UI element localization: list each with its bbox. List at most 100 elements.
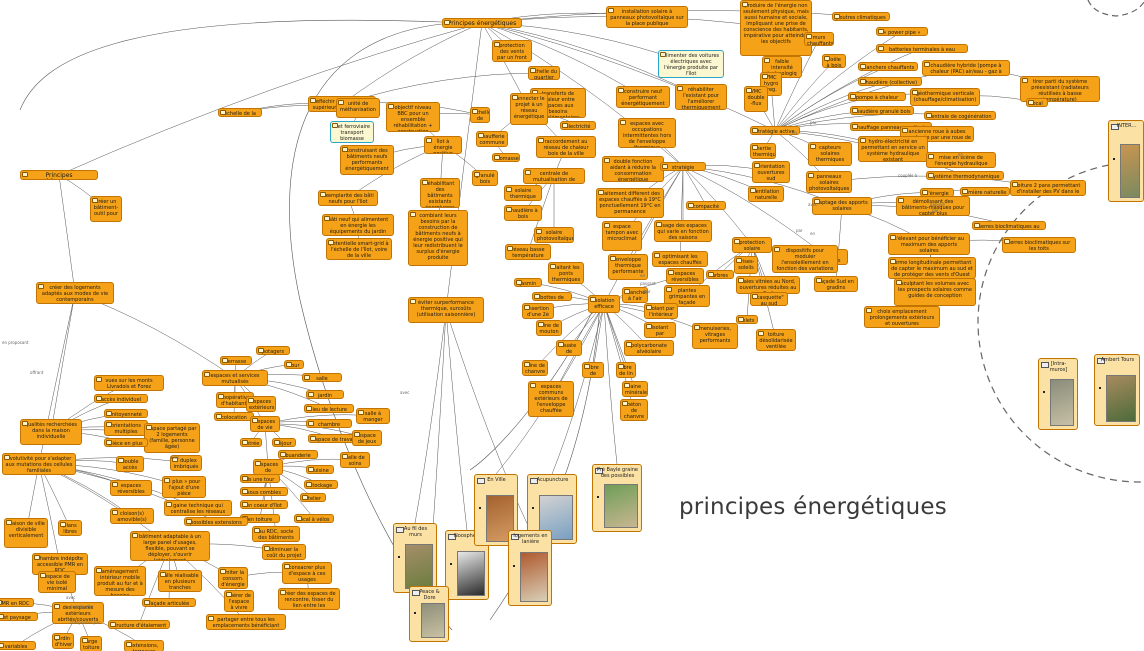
concept-node-captage[interactable]: captage des apports solaires xyxy=(812,197,872,215)
concept-node-vmcdf[interactable]: VMC double -flux xyxy=(744,86,768,112)
concept-node-isolpar[interactable]: isolant par l'intérieur xyxy=(644,303,678,319)
concept-node-isolext[interactable]: isolant par l'extérieur xyxy=(644,322,676,338)
concept-node-traitdiff[interactable]: traitement différent des espaces chauffé… xyxy=(596,188,664,218)
concept-node-possibext[interactable]: possibles extensions xyxy=(184,517,248,526)
concept-node-unite[interactable]: unité de méthanisation xyxy=(336,98,380,118)
concept-node-coloc[interactable]: colocation xyxy=(214,412,254,421)
concept-node-protsol[interactable]: protection solaire xyxy=(732,237,772,253)
concept-node-evolut[interactable]: évolutivité pour s'adapter aux mutations… xyxy=(2,453,76,475)
concept-node-eviter[interactable]: éviter surperformance thermique, surcoût… xyxy=(408,297,484,323)
concept-node-consacrer[interactable]: consacrer plus d'espace à ces usages xyxy=(282,562,332,584)
concept-node-fibrelin[interactable]: fibre de lin xyxy=(616,362,636,378)
concept-node-compacite[interactable]: compacité xyxy=(686,201,726,210)
project-card-intramuros[interactable]: [Intra-muros] xyxy=(1038,358,1078,430)
concept-node-extensions[interactable]: extensions, terrasses xyxy=(124,640,164,651)
concept-node-piece[interactable]: pièce en plus xyxy=(104,438,148,447)
concept-node-batadapt[interactable]: bâtiment adaptable à un large panel d'us… xyxy=(130,531,210,561)
concept-node-qualites[interactable]: qualités recherchées dans la maison indi… xyxy=(20,419,82,445)
concept-node-volets[interactable]: volets xyxy=(736,315,758,324)
concept-node-optimis[interactable]: optimisant les espaces chauffés xyxy=(652,251,708,267)
concept-node-maison[interactable]: maison de ville divisible verticalement xyxy=(4,518,48,548)
concept-node-elec[interactable]: électricité xyxy=(560,121,596,130)
concept-node-alim[interactable]: alimenter des voitures électriques avec … xyxy=(658,50,724,78)
concept-node-ilotpos[interactable]: îlot à énergie positive xyxy=(424,136,462,154)
concept-node-soustoit[interactable]: ds une tour xyxy=(240,474,280,483)
concept-node-forme[interactable]: forme longitudinale permettant de capter… xyxy=(888,257,976,279)
concept-node-laine[interactable]: laine de mouton xyxy=(536,320,562,336)
project-card-ambert[interactable]: Ambert Tours xyxy=(1094,354,1140,426)
concept-node-raccord[interactable]: raccordement au réseau de chaleur bois d… xyxy=(536,136,596,158)
concept-node-brises[interactable]: brises-soleils xyxy=(734,256,758,274)
concept-node-chaudbois[interactable]: chaudière à bois xyxy=(504,205,542,221)
concept-node-echelle[interactable]: échelle de la ville xyxy=(218,108,262,117)
concept-node-usage[interactable]: usage des espaces qui varie en fonction … xyxy=(654,220,712,242)
concept-node-diminuer[interactable]: diminuer la coût du projet xyxy=(262,544,306,560)
concept-node-stockage[interactable]: stockage xyxy=(304,480,338,489)
concept-node-choix[interactable]: choix emplacement prolongements extérieu… xyxy=(864,306,940,328)
concept-node-lainech[interactable]: laine de chanvre xyxy=(522,360,548,376)
concept-node-insertion[interactable]: insertion d'une 2è peau xyxy=(522,303,554,319)
concept-node-jasmin[interactable]: jasmin xyxy=(514,278,542,287)
concept-node-espserv2[interactable]: espaces de service xyxy=(253,459,283,475)
project-card-inter[interactable]: INTER... xyxy=(1108,120,1144,202)
concept-node-espjeux[interactable]: espace de jeux xyxy=(352,430,382,446)
concept-node-toiture2[interactable]: toiture 2 pans permettant d'installer de… xyxy=(1010,180,1086,196)
concept-node-chauffcom[interactable]: chaufferie commune xyxy=(476,131,508,147)
concept-node-salle[interactable]: salle commune xyxy=(302,373,342,382)
concept-node-orient[interactable]: orientation ouvertures sud xyxy=(752,161,790,183)
concept-node-rehabexist[interactable]: réhabilitant des bâtiments existants éne… xyxy=(420,178,460,208)
concept-node-espaces[interactable]: espaces de vie xyxy=(250,416,280,432)
concept-node-menuis[interactable]: menuiseries, vitrages performants xyxy=(692,323,738,349)
concept-node-pluspour[interactable]: « plus » pour l'ajout d'une pièce xyxy=(162,476,206,498)
concept-node-paysage[interactable]: et paysage xyxy=(0,612,38,621)
concept-node-ouate[interactable]: ouate de cellulose xyxy=(556,340,582,356)
concept-node-baies[interactable]: baies vitrées au Nord, ouvertures réduit… xyxy=(736,276,800,294)
concept-node-buand[interactable]: buanderie xyxy=(278,450,318,459)
concept-node-plancher[interactable]: planchers chauffants xyxy=(858,62,918,71)
concept-node-isolation[interactable]: isolation efficace xyxy=(588,295,620,313)
concept-node-enveloppe[interactable]: enveloppe thermique performante xyxy=(608,254,648,280)
concept-node-chaudhyb[interactable]: chaudière hybride (pompe à chaleur (PAC)… xyxy=(922,60,1010,76)
concept-node-facade[interactable]: façade Sud en gradins xyxy=(814,276,858,292)
concept-node-lainemin[interactable]: laine minérale xyxy=(622,381,648,397)
concept-node-murs[interactable]: murs chauffants xyxy=(804,32,834,46)
concept-node-partager[interactable]: partager entre tous les emplacements bén… xyxy=(206,614,286,630)
concept-node-plantes[interactable]: plantes grimpantes en façade xyxy=(664,285,710,307)
concept-node-ventil[interactable]: ventilation naturelle xyxy=(748,186,784,202)
concept-node-limiter[interactable]: limiter la consom. d'énergie xyxy=(218,567,248,589)
concept-node-facart[interactable]: façade articulée xyxy=(142,598,196,607)
concept-node-chaudgr[interactable]: chaudière granulé bois xyxy=(850,106,914,115)
concept-node-objectif[interactable]: objectif niveau BBC pour un ensemble réh… xyxy=(386,102,440,132)
concept-node-sejour[interactable]: séjour xyxy=(272,438,296,447)
concept-node-centmut[interactable]: centrale de mutualisation de production … xyxy=(523,168,585,184)
concept-node-pompe[interactable]: pompe à chaleur xyxy=(848,92,906,101)
concept-node-desespaces[interactable]: des espaces extérieurs abrités/couverts xyxy=(52,602,104,624)
concept-node-inertie[interactable]: inertie thermique xyxy=(750,143,776,159)
concept-node-duplex[interactable]: 2 duplex imbriqués xyxy=(170,455,202,471)
concept-node-demol[interactable]: démolissant des bâtiments-masques pour c… xyxy=(896,196,970,216)
concept-node-hydro[interactable]: hydro-électricité en permettant en servi… xyxy=(858,136,928,162)
concept-node-espace[interactable]: espace tampon avec microclimat xyxy=(602,221,642,251)
concept-node-prot[interactable]: protection des vents par un front bâti xyxy=(492,40,532,62)
concept-node-espacesrev2[interactable]: espaces réversibles xyxy=(110,480,152,496)
concept-node-double[interactable]: double accès xyxy=(116,456,144,472)
concept-node-fibrebois[interactable]: fibre de bois xyxy=(582,362,604,378)
concept-node-connect[interactable]: connecter le projet à un réseau énergéti… xyxy=(510,93,548,125)
concept-node-accesind[interactable]: accès individuel xyxy=(94,394,148,403)
concept-node-jardinh[interactable]: jardin d'hiver xyxy=(52,633,74,649)
concept-node-constr[interactable]: construire neuf performant énergétiqueme… xyxy=(616,86,670,108)
concept-node-souscombles[interactable]: sous combles xyxy=(240,487,288,496)
concept-node-lieulect[interactable]: lieu de lecture xyxy=(304,404,354,413)
concept-node-polycarb[interactable]: polycarbonate alvéolaire xyxy=(624,340,674,356)
concept-node-sallesoins[interactable]: salle de soins xyxy=(340,452,370,468)
concept-node-gaine[interactable]: gaine technique qui centralise les résea… xyxy=(164,500,232,516)
concept-node-rehab[interactable]: réhabiliter l'existant pour l'améliorer … xyxy=(675,84,727,110)
concept-node-batt[interactable]: batteries terminales à eau chaude xyxy=(876,44,968,53)
concept-node-traitant[interactable]: traitant les ponts thermiques xyxy=(548,262,584,284)
concept-node-construiss[interactable]: construisant des bâtiments neufs perform… xyxy=(340,145,394,175)
concept-node-miseen[interactable]: mise en scène de l'énergie hydraulique p… xyxy=(926,152,996,168)
project-card-auFil[interactable]: Au fil des murs xyxy=(393,523,437,593)
concept-node-espserv[interactable]: espaces et services mutualisés xyxy=(202,370,268,386)
concept-node-tirer[interactable]: tirer parti du système préexistant (radi… xyxy=(1020,76,1100,102)
concept-node-biomasse[interactable]: biomasse xyxy=(492,153,520,162)
